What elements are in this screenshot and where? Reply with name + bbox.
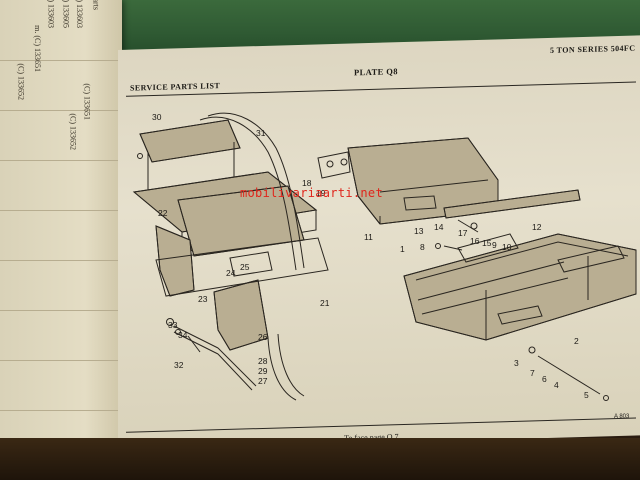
part-label: 22 [158,208,168,218]
page-line [0,310,118,311]
part-label: 33 [168,320,178,330]
part-label: 4 [554,380,559,390]
page-line [0,110,118,111]
part-label: 24 [226,268,236,278]
left-page-text: (C) 133652 [17,63,26,100]
part-label: 12 [532,222,542,232]
part-label: 6 [542,374,547,384]
lower-box-drawing [403,233,637,401]
part-label: 32 [174,360,184,370]
part-label: 29 [258,366,268,376]
part-label: 26 [258,332,268,342]
part-label: 2 [574,336,579,346]
part-label: 31 [256,128,266,138]
page-line [0,60,118,61]
part-label: 30 [152,112,162,122]
left-page-text: Sm. (C) 133605 [61,0,70,28]
part-label: 7 [530,368,535,378]
exploded-parts-drawing: 30 31 22 23 24 25 26 21 33 34 32 28 29 2… [132,112,637,420]
header-center: PLATE Q8 [354,66,398,78]
page-line [0,160,118,161]
part-label: 21 [320,298,330,308]
part-label: 8 [420,242,425,252]
part-label: 11 [364,232,373,242]
part-label: 18 [302,178,312,188]
page-line [0,260,118,261]
part-label: 1 [400,244,405,254]
figure-code: A 803 [614,414,630,420]
upper-tray-drawing [317,137,581,233]
header-left: SERVICE PARTS LIST [130,81,221,93]
table-edge [0,438,640,480]
part-labels: 30 31 22 23 24 25 26 21 33 34 32 28 29 2… [152,112,630,420]
page-line [0,210,118,211]
part-label: 5 [584,390,589,400]
part-label: 14 [434,222,444,232]
part-label: 17 [458,228,468,238]
part-label: 27 [258,376,268,386]
left-page-text: Cam. (C) 133603 [75,0,84,28]
part-label: 9 [492,240,497,250]
page-line [0,360,118,361]
part-label: 34 [178,330,188,340]
left-page-text: Chassis Parts [91,0,100,10]
part-label: 3 [514,358,519,368]
part-label: 25 [240,262,250,272]
part-label: 10 [502,242,512,252]
battery-box-drawing [132,112,329,401]
left-page-text: m. (C) 133651 [33,25,42,72]
part-label: 15 [482,238,492,248]
left-page-text: (C) 133652 [69,113,78,150]
part-label: 16 [470,236,480,246]
left-page-text: (C) 133651 [83,83,92,120]
left-page-text: (C) 133603 [47,0,56,28]
page-line [0,410,118,411]
part-label: 23 [198,294,208,304]
part-label: 13 [414,226,424,236]
header-right: 5 TON SERIES 504FC [550,43,636,55]
part-label: 28 [258,356,268,366]
part-label: 19 [316,188,326,198]
watermark-text: mobilivariaarti.net [240,186,383,200]
left-page: Chassis Parts Cam. (C) 133603 Sm. (C) 13… [0,0,122,448]
